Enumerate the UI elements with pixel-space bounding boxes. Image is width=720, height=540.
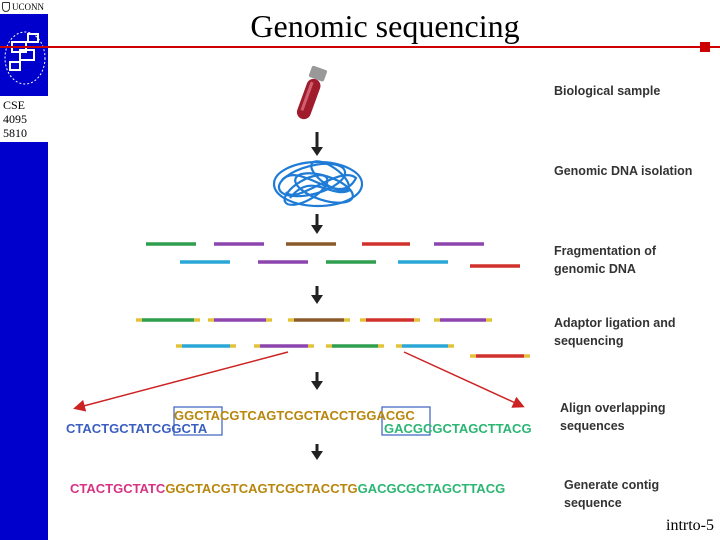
sequencing-diagram: GGCTACGTCAGTCGCTACCTGGACGC CTACTGCTATCGG… <box>66 65 692 510</box>
overlap-box-left <box>173 406 223 436</box>
overlap-box-right <box>381 406 431 436</box>
flow-arrow-icon <box>311 286 323 304</box>
step-label-fragmentation-1: Fragmentation of <box>554 244 657 258</box>
step-label-align-2: sequences <box>560 419 625 433</box>
read-top-middle: CGTCAGTCGCTACCTG <box>220 408 366 423</box>
flow-arrow-icon <box>311 132 323 156</box>
course-line: CSE <box>3 98 26 112</box>
course-line: 4095 <box>3 112 27 126</box>
course-line: 5810 <box>3 126 27 140</box>
contig-part-1: CTACTGCTATC <box>70 481 166 496</box>
dna-fragments <box>146 242 520 268</box>
step-label-contig-2: sequence <box>564 496 622 510</box>
title-rule <box>0 46 720 48</box>
read-top: GGCTACGTCAGTCGCTACCTGGACGC <box>174 408 415 423</box>
university-header: UCONN <box>0 0 50 14</box>
sidebar-band <box>0 0 48 540</box>
university-name: UCONN <box>12 2 45 12</box>
department-logo-icon <box>4 31 46 85</box>
read-left: CTACTGCTATCGGCTA <box>66 421 208 436</box>
align-arrow-left <box>73 351 289 412</box>
university-seal-icon <box>2 2 10 12</box>
read-right-overlap: GACGC <box>384 421 433 436</box>
title-bullet <box>700 42 710 52</box>
read-left-overlap: GGCTA <box>161 421 208 436</box>
align-arrow-right <box>403 351 525 408</box>
contig-part-3: GACGCGCTAGCTTACG <box>358 481 506 496</box>
course-code: CSE 4095 5810 <box>0 96 48 142</box>
step-label-align-1: Align overlapping <box>560 401 666 415</box>
step-label-adaptor-1: Adaptor ligation and <box>554 316 676 330</box>
step-label-isolation: Genomic DNA isolation <box>554 164 692 178</box>
read-right: GACGCGCTAGCTTACG <box>384 421 532 436</box>
flow-arrow-icon <box>311 214 323 234</box>
contig-part-2: GGCTACGTCAGTCGCTACCTG <box>165 481 357 496</box>
read-right-suffix: GCTAGCTTACG <box>432 421 531 436</box>
flow-arrow-icon <box>311 372 323 390</box>
adaptor-fragments <box>136 318 530 358</box>
read-top-overlap-2: GACGC <box>366 408 415 423</box>
read-top-overlap-1: GGCTA <box>174 408 221 423</box>
sample-tube-icon <box>296 65 327 120</box>
slide-title: Genomic sequencing <box>250 8 520 44</box>
read-left-prefix: CTACTGCTATC <box>66 421 162 436</box>
contig-sequence: CTACTGCTATCGGCTACGTCAGTCGCTACCTGGACGCGCT… <box>70 481 505 496</box>
step-label-fragmentation-2: genomic DNA <box>554 262 636 276</box>
step-label-adaptor-2: sequencing <box>554 334 623 348</box>
slide-footer: intrto-5 <box>666 517 714 534</box>
step-label-sample: Biological sample <box>554 84 660 98</box>
flow-arrow-icon <box>311 444 323 460</box>
genomic-dna-icon <box>272 160 364 208</box>
step-label-contig-1: Generate contig <box>564 478 659 492</box>
